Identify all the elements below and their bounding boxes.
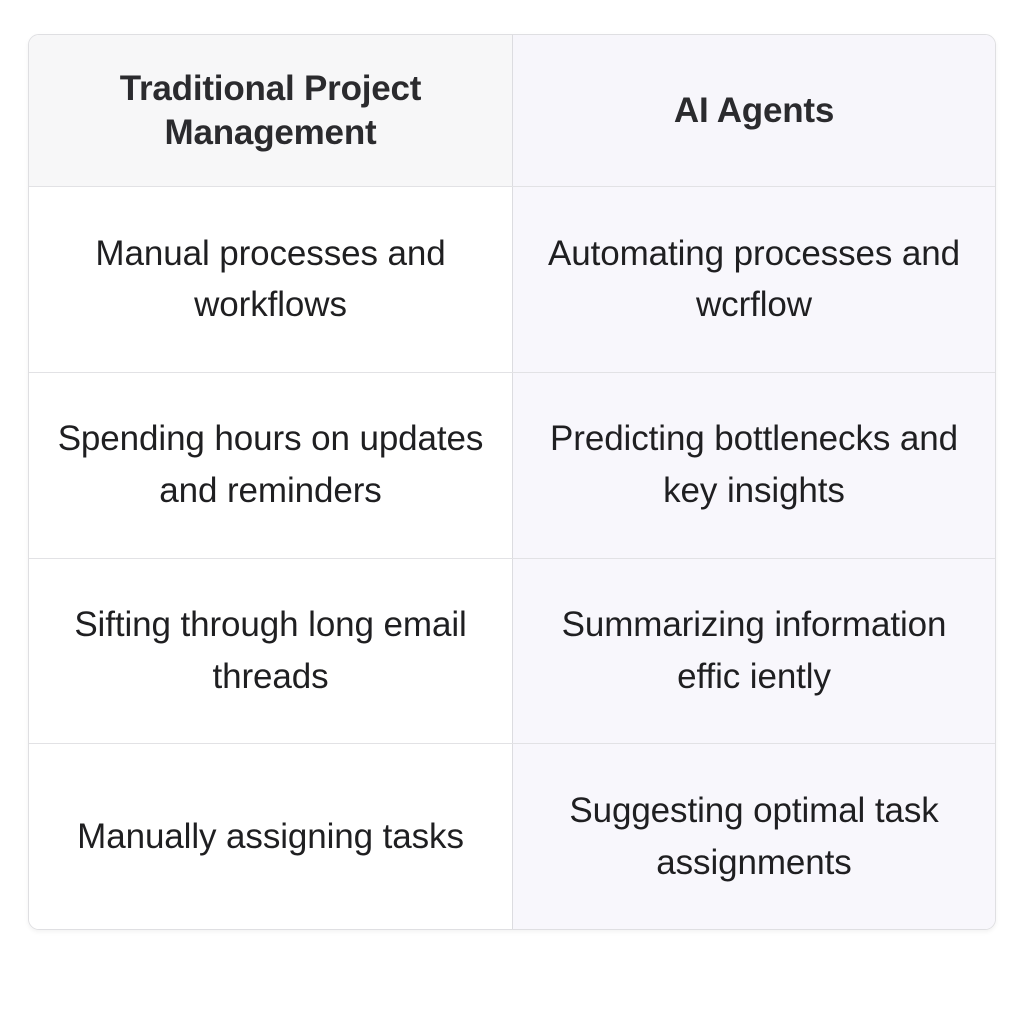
cell-ai-agents-1: Automating processes and wcrflow <box>513 187 995 372</box>
column-header-traditional: Traditional Project Management <box>29 35 513 186</box>
cell-traditional-1: Manual processes and workflows <box>29 187 513 372</box>
column-header-ai-agents: AI Agents <box>513 35 995 186</box>
table-row: Sifting through long email threads Summa… <box>29 558 995 745</box>
cell-traditional-3: Sifting through long email threads <box>29 558 513 744</box>
cell-ai-agents-4-text: Suggesting optimal task assignments <box>569 790 939 882</box>
table-row: Manual processes and workflows Automatin… <box>29 187 995 373</box>
table-header-row: Traditional Project Management AI Agents <box>29 35 995 187</box>
cell-traditional-1-text: Manual processes and workflows <box>95 233 446 325</box>
cell-traditional-2: Spending hours on updates and reminders <box>29 372 513 558</box>
column-header-traditional-label: Traditional Project Management <box>119 68 422 152</box>
cell-traditional-4: Manually assigning tasks <box>29 744 513 929</box>
cell-traditional-3-text: Sifting through long email threads <box>74 605 467 696</box>
cell-ai-agents-2-text: Predicting bottlenecks and key insights <box>550 419 958 511</box>
column-header-ai-agents-label: AI Agents <box>673 90 835 130</box>
cell-ai-agents-2: Predicting bottlenecks and key insights <box>513 372 995 558</box>
cell-ai-agents-4: Suggesting optimal task assignments <box>513 744 995 929</box>
cell-traditional-4-text: Manually assigning tasks <box>77 816 464 856</box>
table-row: Manually assigning tasks Suggesting opti… <box>29 744 995 929</box>
cell-ai-agents-3: Summarizing information effic iently <box>513 558 995 744</box>
cell-ai-agents-1-text: Automating processes and wcrflow <box>547 233 960 325</box>
table-row: Spending hours on updates and reminders … <box>29 372 995 559</box>
comparison-table: Traditional Project Management AI Agents… <box>28 34 996 930</box>
cell-ai-agents-3-text: Summarizing information effic iently <box>561 605 947 696</box>
cell-traditional-2-text: Spending hours on updates and reminders <box>57 419 484 511</box>
